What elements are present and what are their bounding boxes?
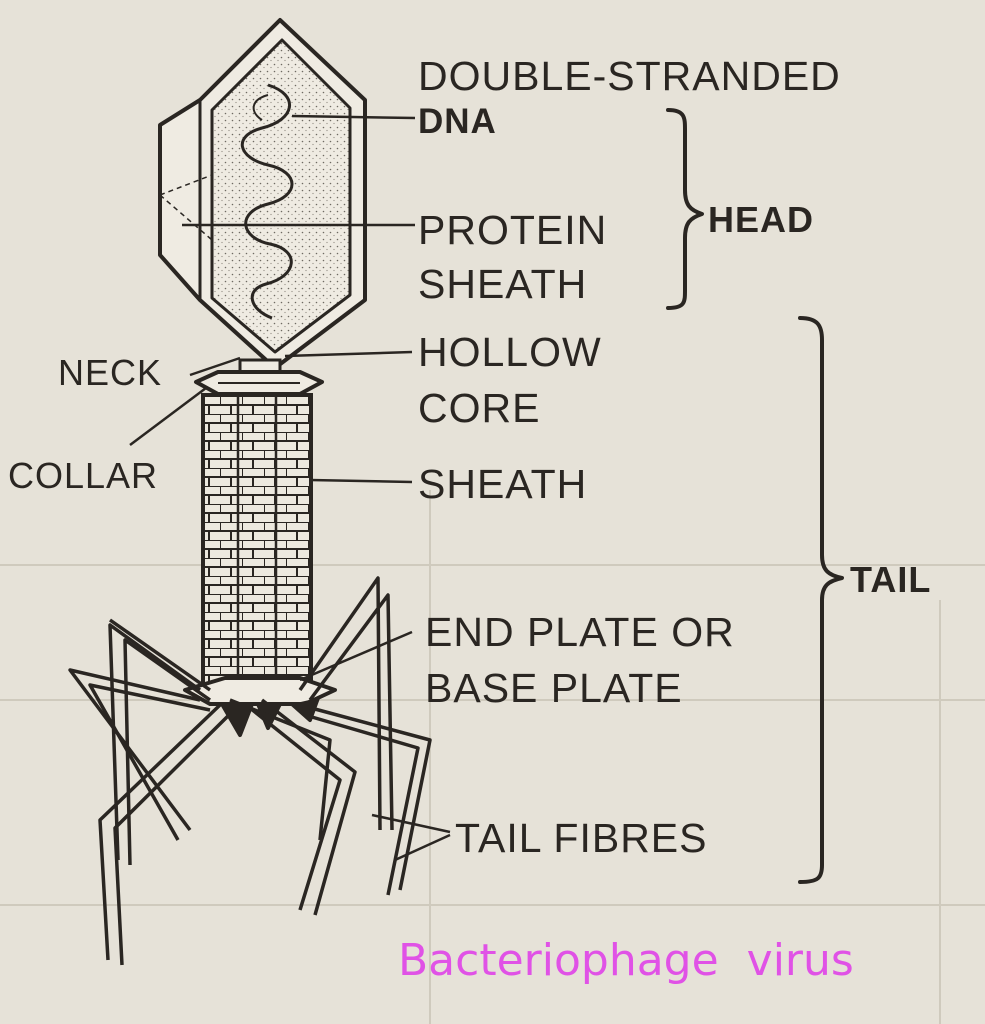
leader-neck (189, 356, 241, 377)
label-tail: TAIL (850, 559, 931, 600)
leader-sheath (309, 478, 413, 484)
label-sheath-tail: SHEATH (418, 461, 587, 507)
head-brace (666, 108, 704, 310)
label-end-plate-line2: BASE PLATE (425, 665, 683, 711)
label-double-stranded: DOUBLE-STRANDED (418, 53, 841, 99)
label-head: HEAD (708, 199, 814, 240)
leader-hollow-core (284, 350, 413, 358)
label-core: CORE (418, 385, 540, 431)
phage-head (158, 18, 367, 370)
label-neck: NECK (58, 352, 162, 393)
leader-dna (291, 114, 416, 120)
leader-lines (129, 114, 451, 862)
label-hollow: HOLLOW (418, 329, 602, 375)
leader-end-plate (299, 630, 413, 682)
phage-tail-sheath (201, 393, 313, 697)
leader-collar (129, 387, 207, 446)
leader-tail-fibres-2 (394, 833, 451, 862)
label-tail-fibres: TAIL FIBRES (455, 815, 708, 861)
braces (666, 108, 844, 884)
label-sheath-head: SHEATH (418, 261, 587, 307)
phage-tail-fibres (68, 576, 432, 966)
caption-bacteriophage-virus: Bacteriophage virus (398, 935, 854, 986)
label-end-plate-line1: END PLATE OR (425, 609, 735, 655)
leader-tail-fibres-1 (371, 813, 451, 834)
tail-brace (798, 316, 844, 884)
label-collar: COLLAR (8, 455, 158, 496)
dna-strand (241, 83, 294, 320)
phage-neck-collar (194, 358, 324, 396)
label-dna: DNA (418, 102, 497, 141)
label-protein: PROTEIN (418, 207, 607, 253)
